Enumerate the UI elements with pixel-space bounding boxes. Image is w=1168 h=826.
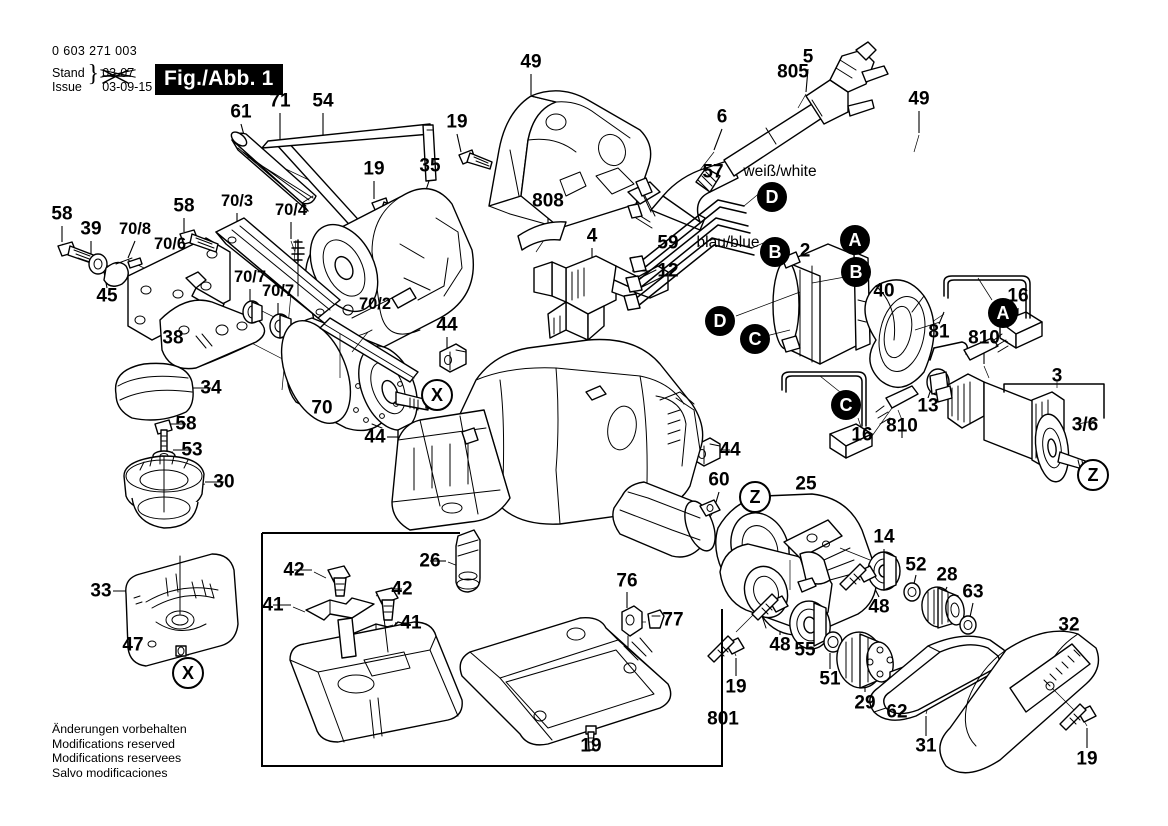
reference-marker-d: D <box>757 182 787 212</box>
part-callout-29: 29 <box>854 692 876 714</box>
part-callout-25: 25 <box>795 473 817 495</box>
notice-en: Modifications reserved <box>52 736 176 751</box>
part-callout-3: 3 <box>1051 365 1063 387</box>
part-callout-16: 16 <box>851 424 873 446</box>
reference-marker-b: B <box>760 237 790 267</box>
part-callout-52: 52 <box>905 554 927 576</box>
stand-date: 03-07 <box>102 66 135 80</box>
part-callout-57: 57 <box>702 161 724 183</box>
part-callout-14: 14 <box>873 526 895 548</box>
part-callout-70-2: 70/2 <box>358 294 392 313</box>
part-callout-31: 31 <box>915 735 937 757</box>
part-callout-44: 44 <box>436 314 458 336</box>
part-callout-49: 49 <box>520 51 542 73</box>
part-callout-19: 19 <box>725 676 747 698</box>
reference-marker-a: A <box>840 225 870 255</box>
part-callout-63: 63 <box>962 581 984 603</box>
part-callout-45: 45 <box>96 285 118 307</box>
part-callout-81: 81 <box>928 321 950 343</box>
part-callout-58: 58 <box>175 413 197 435</box>
stand-label: Stand <box>52 66 85 80</box>
part-callout-805: 805 <box>777 61 809 83</box>
part-callout-2: 2 <box>799 240 811 262</box>
part-callout-4: 4 <box>586 225 598 247</box>
part-callout-42: 42 <box>391 578 413 600</box>
part-callout-54: 54 <box>312 90 334 112</box>
part-callout-48: 48 <box>769 634 791 656</box>
reference-marker-b: B <box>841 257 871 287</box>
part-callout-41: 41 <box>262 594 284 616</box>
part-callout-55: 55 <box>794 639 816 661</box>
part-callout-30: 30 <box>213 471 235 493</box>
part-callout-59: 59 <box>657 232 679 254</box>
part-callout-42: 42 <box>283 559 305 581</box>
notice-es: Salvo modificaciones <box>52 765 168 780</box>
part-callout-70-7: 70/7 <box>261 281 295 300</box>
stand-issue-block: Stand Issue } 03-07 03-09-15 <box>52 61 153 94</box>
wire-59-color-text: blau/blue <box>696 234 760 251</box>
part-callout-49: 49 <box>908 88 930 110</box>
part-callout-40: 40 <box>873 280 895 302</box>
part-callout-70-3: 70/3 <box>220 191 254 210</box>
part-callout-801: 801 <box>707 708 739 730</box>
reference-marker-x: X <box>172 657 204 689</box>
issue-label: Issue <box>52 80 82 94</box>
reference-marker-z: Z <box>1077 459 1109 491</box>
reference-marker-x: X <box>421 379 453 411</box>
wire-57-color-text: weiß/white <box>743 163 817 180</box>
part-callout-35: 35 <box>419 155 441 177</box>
part-callout-19: 19 <box>1076 748 1098 770</box>
part-callout-70-6: 70/6 <box>153 234 187 253</box>
reference-marker-z: Z <box>739 481 771 513</box>
document-part-number: 0 603 271 003 <box>52 44 138 58</box>
part-callout-51: 51 <box>819 668 841 690</box>
part-callout-19: 19 <box>446 111 468 133</box>
part-callout-810: 810 <box>886 415 918 437</box>
part-callout-70: 70 <box>311 397 333 419</box>
part-callout-47: 47 <box>122 634 144 656</box>
part-callout-810: 810 <box>968 327 1000 349</box>
part-callout-32: 32 <box>1058 614 1080 636</box>
part-callout-77: 77 <box>662 609 684 631</box>
part-callout-6: 6 <box>716 106 728 128</box>
part-callout-70-7: 70/7 <box>233 267 267 286</box>
part-callout-44: 44 <box>364 426 386 448</box>
part-callout-58: 58 <box>173 195 195 217</box>
part-callout-41: 41 <box>400 612 422 634</box>
part-callout-34: 34 <box>200 377 222 399</box>
part-callout-53: 53 <box>181 439 203 461</box>
part-callout-39: 39 <box>80 218 102 240</box>
issue-date: 03-09-15 <box>102 80 153 94</box>
part-callout-62: 62 <box>886 701 908 723</box>
modifications-reserved-notice: Änderungen vorbehalten Modifications res… <box>52 722 187 780</box>
part-callout-26: 26 <box>419 550 441 572</box>
part-callout-5: 5 <box>802 46 814 68</box>
reference-marker-c: C <box>740 324 770 354</box>
reference-marker-d: D <box>705 306 735 336</box>
part-callout-13: 13 <box>917 395 939 417</box>
notice-de: Änderungen vorbehalten <box>52 722 187 736</box>
part-callout-71: 71 <box>269 90 291 112</box>
part-callout-61: 61 <box>230 101 252 123</box>
part-callout-33: 33 <box>90 580 112 602</box>
part-callout-70-4: 70/4 <box>274 200 308 219</box>
figure-tag: Fig./Abb. 1 <box>155 64 283 95</box>
part-callout-38: 38 <box>162 327 184 349</box>
part-callout-70-8: 70/8 <box>118 219 152 238</box>
reference-marker-c: C <box>831 390 861 420</box>
part-callout-19: 19 <box>363 158 385 180</box>
part-callout-19: 19 <box>580 735 602 757</box>
part-callout-3-6: 3/6 <box>1071 414 1099 436</box>
part-callout-808: 808 <box>532 190 564 212</box>
reference-marker-a: A <box>988 298 1018 328</box>
part-callout-60: 60 <box>708 469 730 491</box>
part-callout-12: 12 <box>657 260 679 282</box>
part-callout-58: 58 <box>51 203 73 225</box>
part-callout-76: 76 <box>616 570 638 592</box>
part-callout-48: 48 <box>868 596 890 618</box>
part-callout-44: 44 <box>719 439 741 461</box>
part-callout-28: 28 <box>936 564 958 586</box>
notice-fr: Modifications reservees <box>52 751 182 766</box>
